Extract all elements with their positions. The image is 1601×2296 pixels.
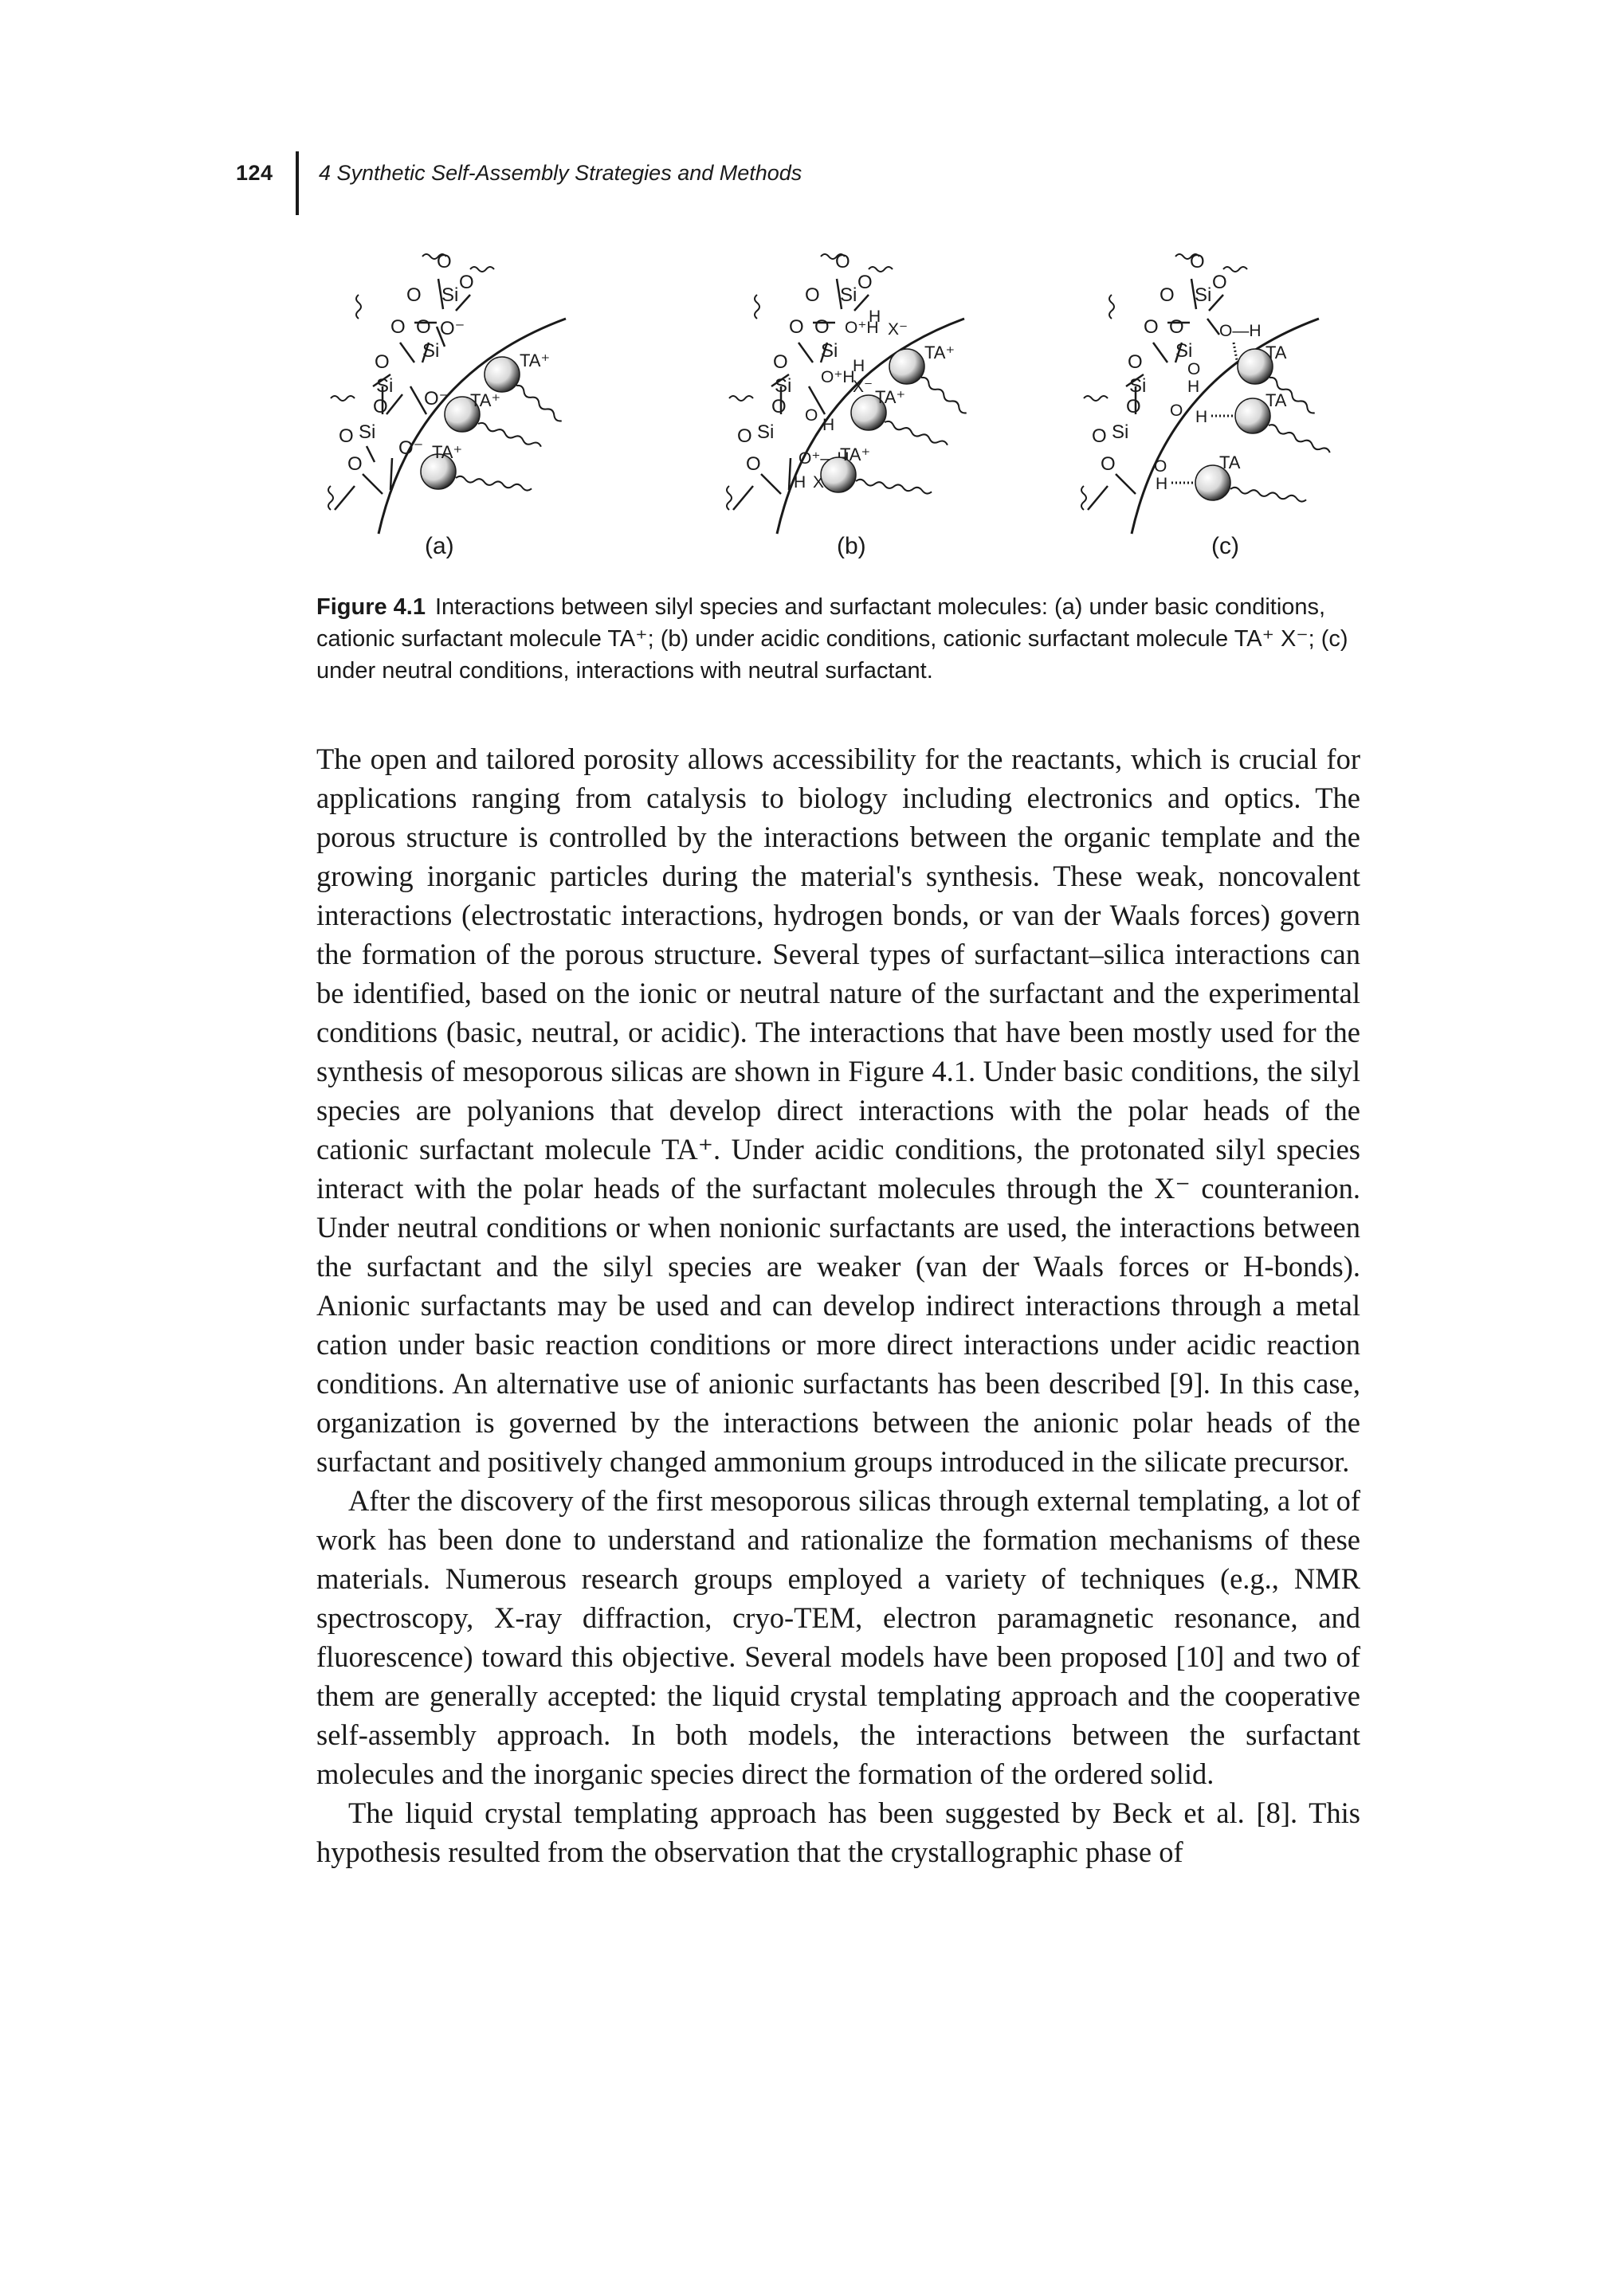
species-ta: TA bbox=[1265, 343, 1287, 362]
atom-o: O bbox=[373, 396, 388, 417]
paragraph: The open and tailored porosity allows ac… bbox=[316, 742, 1360, 1478]
atom-o: O bbox=[1212, 272, 1227, 293]
atom-o: O bbox=[771, 396, 787, 417]
atom-o: O bbox=[375, 351, 390, 373]
group-o: O bbox=[805, 406, 818, 425]
group-h: H bbox=[1195, 408, 1207, 426]
atom-si: Si bbox=[1129, 375, 1146, 397]
page-header: 124 4 Synthetic Self-Assembly Strategies… bbox=[236, 151, 1431, 215]
atom-o: O bbox=[835, 251, 850, 272]
atom-o: O bbox=[746, 453, 761, 475]
atom-o: O bbox=[339, 425, 354, 447]
atom-o: O bbox=[406, 284, 422, 306]
group-o: O bbox=[1154, 457, 1167, 476]
panel-label-a: (a) bbox=[425, 533, 454, 559]
atom-o: O bbox=[773, 351, 788, 373]
atom-o: O bbox=[390, 316, 406, 338]
atom-si: Si bbox=[422, 340, 439, 362]
page-number: 124 bbox=[236, 161, 273, 185]
atom-o: O bbox=[1101, 453, 1116, 475]
atom-o: O bbox=[857, 272, 873, 293]
atom-o: O bbox=[737, 425, 752, 447]
atom-o: O bbox=[789, 316, 804, 338]
atom-si: Si bbox=[359, 421, 375, 443]
species-ta-plus: TA⁺ bbox=[470, 390, 500, 410]
header-rule bbox=[296, 151, 299, 215]
atom-o: O bbox=[1128, 351, 1143, 373]
atom-si: Si bbox=[840, 284, 857, 306]
atom-si: Si bbox=[376, 375, 393, 397]
atom-o: O bbox=[1092, 425, 1107, 447]
paragraph: The liquid crystal templating approach h… bbox=[316, 1796, 1360, 1868]
figure-4-1: O O Si O O O Si O⁻ O Si O O⁻ Si O O O⁻ bbox=[231, 215, 1371, 582]
species-ta-plus: TA⁺ bbox=[432, 442, 462, 462]
atom-si: Si bbox=[441, 284, 458, 306]
atom-si: Si bbox=[1175, 340, 1192, 362]
figure-drawing: O O Si O O O Si O⁻ O Si O O⁻ Si O O O⁻ bbox=[328, 251, 1331, 559]
group-o-plus-h: O⁺H bbox=[821, 368, 855, 386]
group-o-plus-h: O⁺H bbox=[845, 319, 879, 337]
atom-o: O bbox=[1126, 396, 1141, 417]
atom-o-minus: O⁻ bbox=[398, 437, 423, 459]
group-h: H bbox=[853, 357, 865, 375]
atom-o: O bbox=[1169, 316, 1184, 338]
atom-o: O bbox=[1160, 284, 1175, 306]
atom-si: Si bbox=[1195, 284, 1211, 306]
paragraph: After the discovery of the first mesopor… bbox=[316, 1484, 1360, 1790]
group-o: O bbox=[1187, 360, 1200, 378]
caption-text: Interactions between silyl species and s… bbox=[316, 594, 1348, 684]
body-text: The open and tailored porosity allows ac… bbox=[316, 739, 1360, 1871]
atom-o: O bbox=[1190, 251, 1205, 272]
species-ta: TA bbox=[1219, 453, 1241, 472]
species-ta-plus: TA⁺ bbox=[924, 343, 955, 362]
panel-b: O O Si O O O Si O Si O Si O O O⁺H H X⁻ O… bbox=[726, 251, 967, 559]
atom-o: O bbox=[459, 272, 474, 293]
species-ta-plus: TA⁺ bbox=[875, 387, 905, 407]
atom-si: Si bbox=[821, 340, 838, 362]
caption-label: Figure 4.1 bbox=[316, 594, 426, 620]
group-x-minus: X⁻ bbox=[853, 378, 873, 396]
species-ta-plus: TA⁺ bbox=[520, 351, 550, 370]
group-x-minus: X⁻ bbox=[888, 320, 908, 339]
species-ta: TA bbox=[1265, 390, 1287, 410]
atom-o-minus: O⁻ bbox=[424, 388, 449, 409]
group-h: H bbox=[1187, 378, 1199, 396]
group-h: H bbox=[822, 416, 834, 434]
atom-o: O bbox=[1144, 316, 1159, 338]
group-h: H bbox=[869, 308, 881, 326]
panel-label-c: (c) bbox=[1211, 533, 1239, 559]
atom-o: O bbox=[437, 251, 452, 272]
atom-o-minus: O⁻ bbox=[440, 318, 465, 339]
panel-a: O O Si O O O Si O⁻ O Si O O⁻ Si O O O⁻ bbox=[328, 251, 567, 559]
atom-o: O bbox=[347, 453, 363, 475]
atom-si: Si bbox=[1112, 421, 1128, 443]
group-o: O bbox=[1170, 402, 1183, 420]
atom-o: O bbox=[805, 284, 820, 306]
group-h: H bbox=[1156, 475, 1167, 493]
group-h: H bbox=[794, 473, 806, 492]
running-head: 4 Synthetic Self-Assembly Strategies and… bbox=[319, 161, 802, 185]
atom-o: O bbox=[416, 316, 431, 338]
atom-si: Si bbox=[775, 375, 791, 397]
group-o-h: O—H bbox=[1219, 322, 1262, 340]
panel-c: O O Si O O O Si O Si O Si O O O—H O H O … bbox=[1081, 251, 1331, 559]
panel-label-b: (b) bbox=[837, 533, 866, 559]
atom-si: Si bbox=[757, 421, 774, 443]
species-ta-plus: TA⁺ bbox=[840, 445, 870, 464]
atom-o: O bbox=[814, 316, 830, 338]
